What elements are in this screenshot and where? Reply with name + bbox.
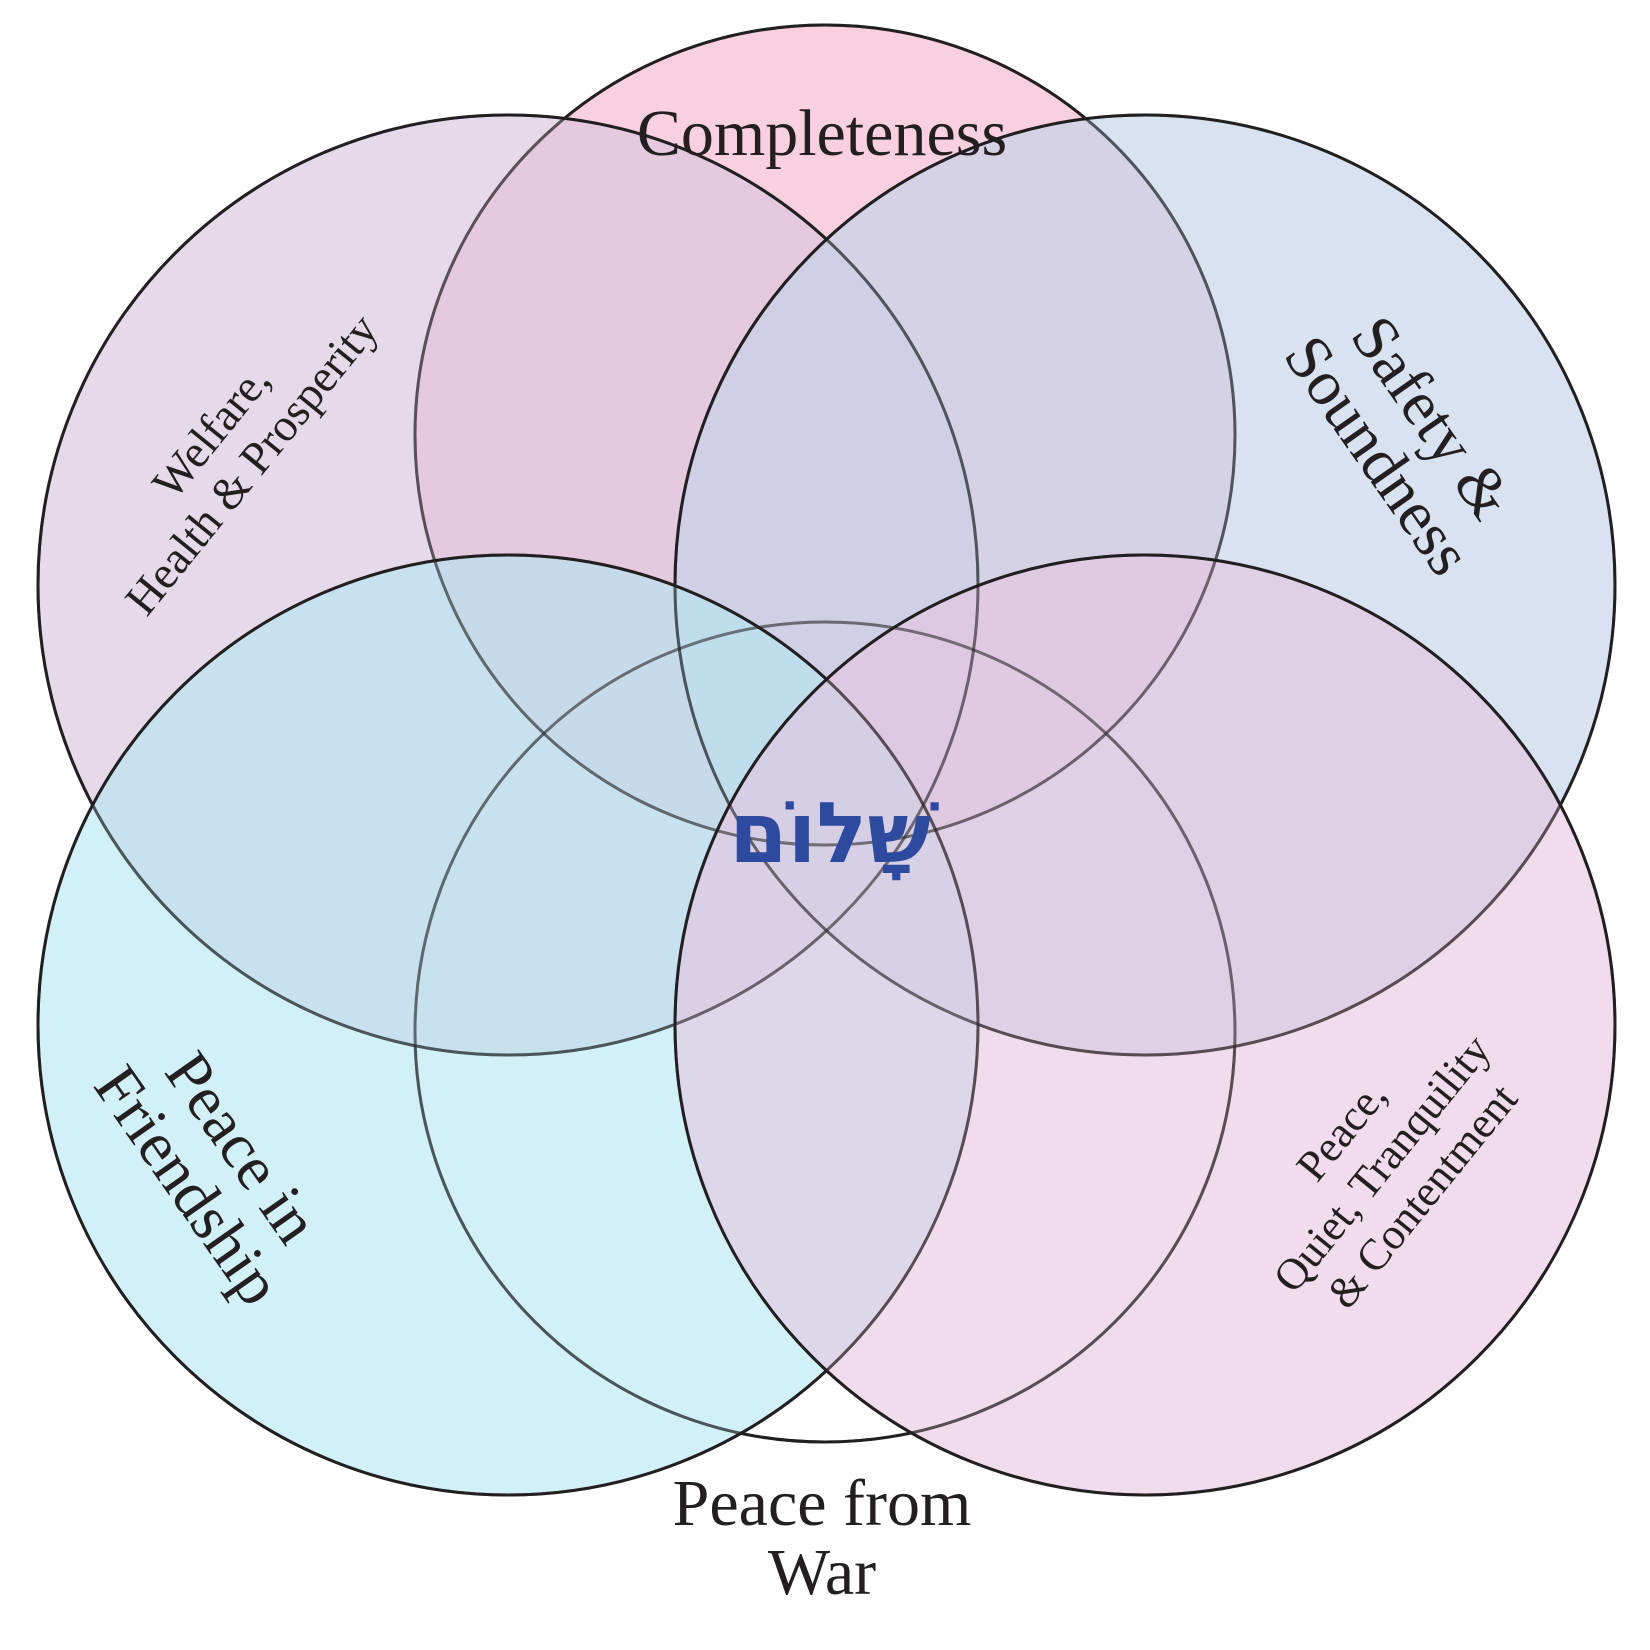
label-completeness: Completeness: [637, 97, 1007, 170]
label-war-line-2: War: [768, 1536, 876, 1609]
outline-friendship: [36, 553, 980, 1497]
label-war-line-1: Peace from: [673, 1467, 972, 1540]
center-label-shalom: שָׁלוֹם: [729, 784, 939, 882]
outline-tranquility: [673, 553, 1617, 1497]
outline-completeness: [413, 23, 1237, 847]
circle-tranquility: [673, 553, 1617, 1497]
outline-war: [413, 620, 1237, 1444]
